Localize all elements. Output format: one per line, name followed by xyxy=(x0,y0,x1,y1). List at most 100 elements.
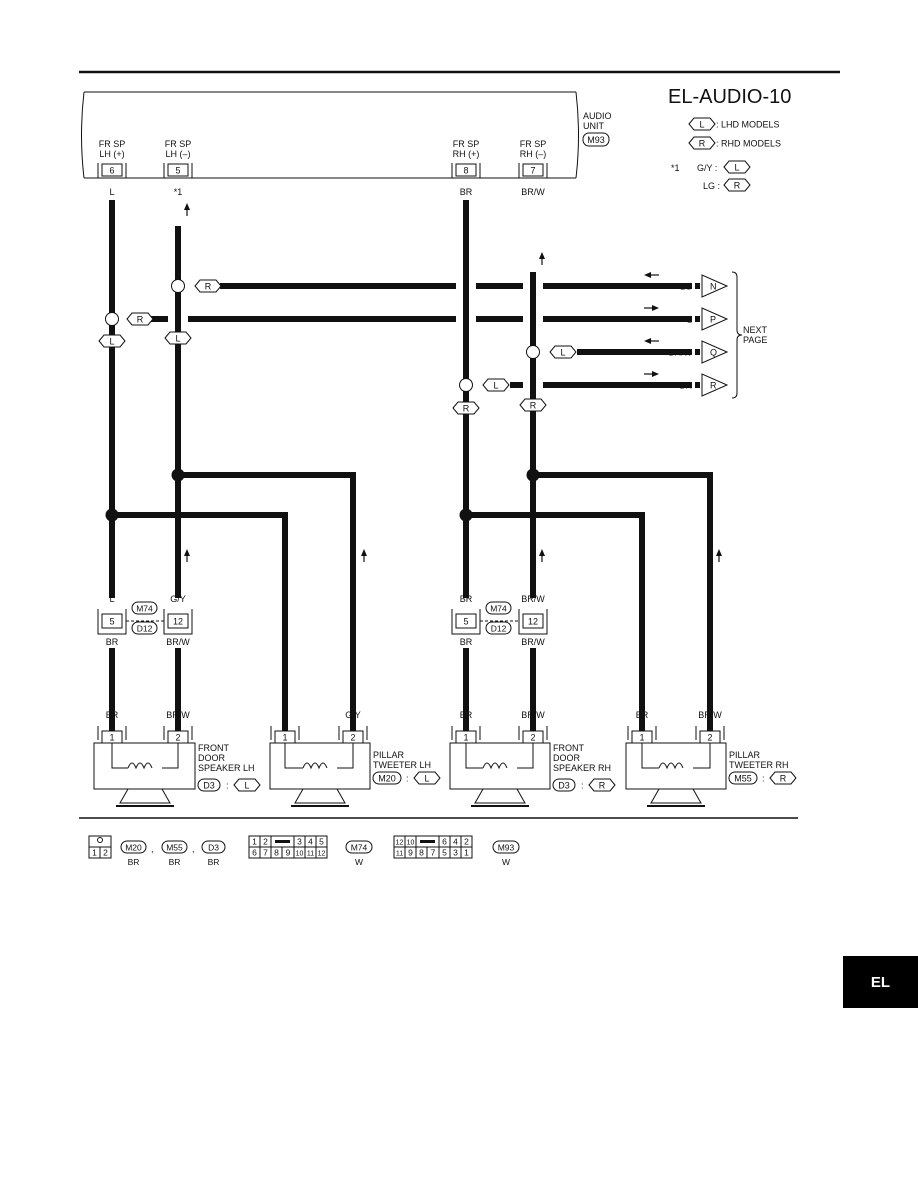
svg-text:10: 10 xyxy=(407,840,415,847)
svg-text:2: 2 xyxy=(707,733,712,743)
splices xyxy=(105,279,540,522)
svg-text:N: N xyxy=(710,282,717,292)
pillar-tweeter-lh: L G/Y 1 2 PILLAR TWEETER LH M20 : L xyxy=(269,710,441,807)
svg-text:M93: M93 xyxy=(498,843,515,853)
svg-text:DOOR: DOOR xyxy=(553,753,581,763)
section-code: EL-AUDIO-10 xyxy=(668,86,791,108)
option-splice xyxy=(171,279,185,293)
svg-text:5: 5 xyxy=(109,617,114,627)
svg-text:R: R xyxy=(137,315,144,325)
legend-note-gy-code: L xyxy=(734,163,739,173)
svg-text:L: L xyxy=(109,337,114,347)
svg-text:2: 2 xyxy=(175,733,180,743)
svg-text:Q: Q xyxy=(710,348,717,358)
legend: L : LHD MODELS R : RHD MODELS *1 G/Y : L… xyxy=(671,117,781,192)
legend-note-lg: LG : xyxy=(703,181,720,191)
next-page-label-1: NEXT xyxy=(743,325,768,335)
svg-text:1: 1 xyxy=(464,848,469,858)
svg-text:LH (+): LH (+) xyxy=(99,149,124,159)
svg-text:,: , xyxy=(151,844,154,854)
svg-text:BR/W: BR/W xyxy=(521,637,545,647)
svg-text:BR: BR xyxy=(460,187,473,197)
svg-text:8: 8 xyxy=(274,848,279,858)
legend-rhd-text: : RHD MODELS xyxy=(716,139,781,149)
legend-lhd-code: L xyxy=(699,120,704,130)
svg-text:BR: BR xyxy=(128,857,140,867)
svg-text:BR: BR xyxy=(169,857,181,867)
next-page-connectors: LG N L P BR/W Q BR R NEXT PAGE xyxy=(669,271,768,399)
svg-text:6: 6 xyxy=(252,848,257,858)
svg-text:7: 7 xyxy=(431,848,436,858)
joint-connector-left: L G/Y 5 12 M74 D12 BR BR/W xyxy=(97,594,193,647)
svg-text:W: W xyxy=(355,857,363,867)
svg-text:8: 8 xyxy=(463,166,468,176)
svg-text:9: 9 xyxy=(286,848,291,858)
svg-text:FRONT: FRONT xyxy=(198,743,229,753)
svg-text:L: L xyxy=(109,187,114,197)
svg-text::: : xyxy=(581,781,584,791)
svg-text:G/Y: G/Y xyxy=(170,594,186,604)
wire-tweeter-rh-brw xyxy=(533,472,713,735)
svg-text:L: L xyxy=(687,315,692,325)
svg-text:1: 1 xyxy=(109,733,114,743)
svg-text:M55: M55 xyxy=(166,843,183,853)
svg-text:1: 1 xyxy=(639,733,644,743)
svg-text:R: R xyxy=(780,774,787,784)
svg-text:M20: M20 xyxy=(378,774,396,784)
svg-text:BR: BR xyxy=(106,710,119,720)
svg-text:1: 1 xyxy=(252,837,257,847)
svg-text:FR SP: FR SP xyxy=(165,139,192,149)
wire-tweeter-rh-br xyxy=(466,512,645,735)
svg-text:R: R xyxy=(205,282,212,292)
svg-text:FR SP: FR SP xyxy=(453,139,480,149)
svg-text:R: R xyxy=(710,381,717,391)
svg-text:RH (+): RH (+) xyxy=(453,149,480,159)
svg-text:BR/W: BR/W xyxy=(521,187,545,197)
svg-text:L: L xyxy=(109,594,114,604)
svg-text:FR SP: FR SP xyxy=(99,139,126,149)
svg-text:D12: D12 xyxy=(137,624,153,634)
pillar-tweeter-rh: BR BR/W 1 2 PILLAR TWEETER RH M55 : R xyxy=(625,710,797,807)
svg-text:11: 11 xyxy=(307,851,314,858)
svg-text:R: R xyxy=(463,404,470,414)
audio-unit-label-1: AUDIO xyxy=(583,111,612,121)
svg-text:W: W xyxy=(502,857,510,867)
svg-text:PILLAR: PILLAR xyxy=(373,750,405,760)
svg-text:2: 2 xyxy=(350,733,355,743)
svg-text:5: 5 xyxy=(319,837,324,847)
svg-text:10: 10 xyxy=(296,851,304,858)
svg-text:2: 2 xyxy=(530,733,535,743)
svg-text:BR/W: BR/W xyxy=(698,710,722,720)
svg-text::: : xyxy=(762,774,765,784)
svg-text:D3: D3 xyxy=(208,843,219,853)
svg-text:9: 9 xyxy=(408,848,413,858)
svg-text:3: 3 xyxy=(453,848,458,858)
svg-text:1: 1 xyxy=(282,733,287,743)
svg-text:RH (–): RH (–) xyxy=(520,149,547,159)
svg-text:SPEAKER LH: SPEAKER LH xyxy=(198,763,255,773)
svg-text:BR: BR xyxy=(460,594,473,604)
svg-text:P: P xyxy=(710,315,716,325)
svg-text:2: 2 xyxy=(263,837,268,847)
section-tab: EL xyxy=(843,956,918,1008)
wire-tweeter-lh-l xyxy=(112,512,288,735)
svg-text:D3: D3 xyxy=(558,781,570,791)
legend-rhd-code: R xyxy=(699,139,706,149)
svg-text:SPEAKER RH: SPEAKER RH xyxy=(553,763,611,773)
legend-lhd-badge xyxy=(688,117,716,131)
svg-text:12: 12 xyxy=(528,617,538,627)
connector-view-m93: 12 10 6 4 2 11 9 8 7 5 3 1 M93 W xyxy=(393,835,520,867)
audio-unit: AUDIO UNIT M93 xyxy=(81,91,612,179)
svg-text:6: 6 xyxy=(442,837,447,847)
svg-text::: : xyxy=(226,781,229,791)
svg-text:LG: LG xyxy=(680,282,692,292)
audio-unit-connector: M93 xyxy=(587,135,605,145)
svg-text:L: L xyxy=(244,781,249,791)
svg-text:L: L xyxy=(560,348,565,358)
wire-tweeter-lh-gy xyxy=(178,472,356,735)
next-page-label-2: PAGE xyxy=(743,335,767,345)
svg-text:12: 12 xyxy=(173,617,183,627)
front-door-speaker-rh: BR BR/W 1 2 FRONT DOOR SPEAKER RH D3 : R xyxy=(449,710,616,807)
svg-text:7: 7 xyxy=(530,166,535,176)
